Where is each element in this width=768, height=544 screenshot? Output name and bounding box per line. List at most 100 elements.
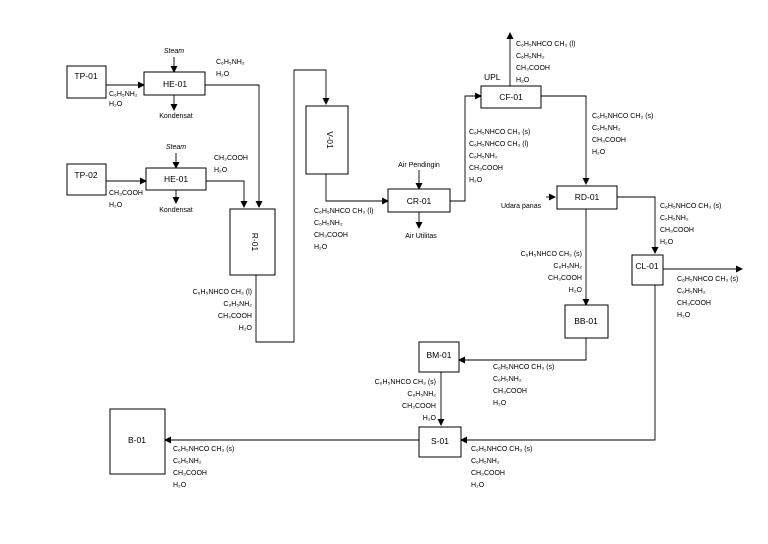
stream-component: H₂O bbox=[660, 239, 674, 246]
unit-b01-label: B-01 bbox=[128, 435, 146, 445]
stream-component: C₆H₅NHCO CH₃ (l) bbox=[314, 208, 373, 215]
stream-component: CH₃COOH bbox=[493, 388, 527, 395]
stream-component: H₂O bbox=[314, 244, 328, 251]
unit-r01[interactable] bbox=[229, 208, 276, 276]
stream-s01-in-labels: C₆H₅NHCO CH₃ (s) C₆H₅NH₂ CH₃COOH H₂O bbox=[471, 446, 532, 489]
stream-cf01-top-labels: C₆H₅NHCO CH₃ (l) C₆H₅NH₂ CH₃COOH H₂O bbox=[516, 41, 575, 84]
stream-component: C₆H₅NH₂ bbox=[469, 153, 498, 160]
stream-component: C₆H₅NHCO CH₃ (l) bbox=[516, 41, 575, 48]
stream-component: C₆H₅NH₂ bbox=[660, 215, 689, 222]
stream-component: H₂O bbox=[423, 415, 437, 422]
unit-cr01[interactable] bbox=[387, 188, 451, 213]
stream-component: CH₃COOH bbox=[218, 313, 252, 320]
stream-component: CH₃COOH bbox=[469, 165, 503, 172]
unit-cf01-label: CF-01 bbox=[499, 92, 523, 102]
stream-component: H₂O bbox=[471, 482, 485, 489]
unit-s01[interactable] bbox=[418, 426, 462, 458]
stream-component: H₂O bbox=[516, 77, 530, 84]
stream-component: C₆H₅NH₂ bbox=[592, 125, 621, 132]
stream-v01-cr01 bbox=[325, 174, 389, 205]
unit-r01-label: R-01 bbox=[250, 233, 260, 252]
unit-bb01[interactable] bbox=[564, 304, 609, 339]
stream-component: C₆H₅NH₂ bbox=[223, 301, 252, 308]
air-utilitas-label: Air Utilitas bbox=[405, 233, 437, 240]
stream-component: C₆H₅NHCO CH₃ (s) bbox=[677, 276, 738, 283]
stream-s01-out-labels: C₆H₅NHCO CH₃ (s) C₆H₅NH₂ CH₃COOH H₂O bbox=[173, 446, 234, 489]
air-pendingin-label: Air Pendingin bbox=[398, 162, 440, 169]
stream-bb01-out-labels: C₆H₅NHCO CH₃ (s) C₆H₅NH₂ CH₃COOH H₂O bbox=[493, 364, 554, 407]
unit-tp02[interactable] bbox=[66, 163, 107, 196]
unit-he01-a[interactable] bbox=[143, 71, 206, 96]
stream-component: CH₃COOH bbox=[402, 403, 436, 410]
unit-b01[interactable] bbox=[109, 408, 166, 475]
stream-bb01-bm01 bbox=[458, 338, 587, 364]
stream-he01a-out-labels: C₆H₅NH₂ H₂O bbox=[216, 59, 245, 78]
stream-component: CH₃COOH bbox=[173, 470, 207, 477]
steam-label-2: Steam bbox=[166, 144, 186, 151]
stream-cl01-out-labels: C₆H₅NHCO CH₃ (s) C₆H₅NH₂ CH₃COOH H₂O bbox=[677, 276, 738, 319]
stream-cf01-rd01 bbox=[541, 95, 590, 185]
stream-component: C₆H₅NH₂ bbox=[471, 458, 500, 465]
stream-component: C₆H₅NH₂ bbox=[314, 220, 343, 227]
stream-component: H₂O bbox=[469, 177, 483, 184]
stream-component: C₆H₅NHCO CH₃ (s) bbox=[375, 379, 436, 386]
stream-component: C₆H₅NH₂ bbox=[677, 288, 706, 295]
stream-cr01-cf01 bbox=[450, 92, 482, 202]
unit-rd01[interactable] bbox=[556, 185, 618, 210]
stream-he01-r01-b bbox=[206, 180, 248, 208]
unit-v01-label: V-01 bbox=[325, 131, 335, 149]
stream-component: C₆H₅NH₂ bbox=[173, 458, 202, 465]
stream-component: H₂O bbox=[109, 202, 123, 209]
stream-component: CH₃COOH bbox=[677, 300, 711, 307]
stream-component: C₆H₅NH₂ bbox=[216, 59, 245, 66]
stream-component: H₂O bbox=[173, 482, 187, 489]
unit-rd01-label: RD-01 bbox=[575, 192, 600, 202]
unit-cf01[interactable] bbox=[480, 85, 542, 109]
stream-rd01-bottom-labels: C₆H₅NHCO CH₃ (s) C₆H₅NH₂ CH₃COOH H₂O bbox=[521, 251, 583, 294]
steam-label-1: Steam bbox=[164, 48, 184, 55]
unit-v01[interactable] bbox=[305, 105, 349, 175]
stream-tp01-out-labels: C₆H₅NH₂ H₂O bbox=[109, 91, 138, 108]
unit-cl01-label: CL-01 bbox=[635, 261, 658, 271]
stream-component: CH₃COOH bbox=[471, 470, 505, 477]
unit-he01-b[interactable] bbox=[145, 167, 207, 191]
unit-bm01-label: BM-01 bbox=[426, 350, 451, 360]
stream-component: CH₃COOH bbox=[660, 227, 694, 234]
stream-component: CH₃COOH bbox=[548, 275, 582, 282]
unit-he01-b-label: HE-01 bbox=[164, 174, 188, 184]
udara-panas-label: Udara panas bbox=[501, 203, 542, 210]
stream-component: H₂O bbox=[493, 400, 507, 407]
stream-component: C₆H₅NHCO CH₃ (l) bbox=[193, 289, 252, 296]
stream-rd01-cl01 bbox=[617, 196, 659, 254]
stream-component: H₂O bbox=[216, 71, 230, 78]
unit-cr01-label: CR-01 bbox=[407, 196, 432, 206]
stream-r01-v01 bbox=[255, 69, 330, 343]
stream-component: C₆H₅NHCO CH₃ (s) bbox=[493, 364, 554, 371]
stream-component: C₆H₅NH₂ bbox=[109, 91, 138, 98]
unit-tp02-label: TP-02 bbox=[74, 170, 97, 180]
unit-cl01[interactable] bbox=[631, 254, 664, 286]
unit-bb01-label: BB-01 bbox=[574, 316, 598, 326]
stream-component: C₆H₅NH₂ bbox=[553, 263, 582, 270]
stream-component: CH₃COOH bbox=[516, 65, 550, 72]
unit-he01-a-label: HE-01 bbox=[163, 79, 187, 89]
unit-bm01[interactable] bbox=[418, 341, 460, 373]
stream-component: H₂O bbox=[239, 325, 253, 332]
stream-component: H₂O bbox=[109, 101, 123, 108]
stream-component: CH₃COOH bbox=[592, 137, 626, 144]
stream-component: CH₃COOH bbox=[214, 155, 248, 162]
stream-he01-r01 bbox=[205, 84, 263, 208]
stream-component: C₆H₅NH₂ bbox=[516, 53, 545, 60]
stream-component: C₆H₅NH₂ bbox=[493, 376, 522, 383]
stream-cl01-s01 bbox=[460, 285, 656, 444]
unit-tp01[interactable] bbox=[66, 65, 107, 99]
stream-tp02-out-labels: CH₃COOH H₂O bbox=[109, 190, 143, 209]
stream-r01-out-labels: C₆H₅NHCO CH₃ (l) C₆H₅NH₂ CH₃COOH H₂O bbox=[193, 289, 253, 332]
stream-component: CH₃COOH bbox=[109, 190, 143, 197]
stream-component: C₆H₅NHCO CH₃ (s) bbox=[469, 129, 530, 136]
stream-component: C₆H₅NHCO CH₃ (s) bbox=[592, 113, 653, 120]
stream-component: C₆H₅NHCO CH₃ (l) bbox=[469, 141, 528, 148]
stream-component: H₂O bbox=[592, 149, 606, 156]
stream-component: C₆H₅NHCO CH₃ (s) bbox=[660, 203, 721, 210]
